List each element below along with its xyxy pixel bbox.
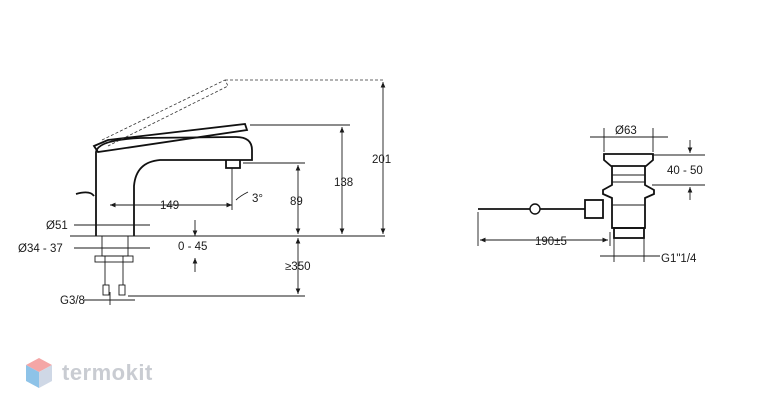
nut [94,255,134,263]
faucet-drawing: 149 3° Ø51 Ø34 - 37 0 - 45 89 138 201 ≥3… [18,79,391,307]
dim-0-45-label: 0 - 45 [178,241,207,253]
dim-63-label: Ø63 [615,125,637,137]
dim-angle-label: 3° [252,193,263,205]
dim-40-50-label: 40 - 50 [667,165,703,177]
brand-logo-icon [26,358,52,388]
dim-190-label: 190±5 [535,236,567,248]
dim-201-label: 201 [372,154,391,166]
drain-rod-nut [584,199,604,219]
hose-end-right [118,284,126,296]
drain-flange [603,153,654,167]
hose-end-left [102,284,110,296]
faucet-body [95,136,253,236]
dim-51-label: Ø51 [46,220,68,232]
dim-34-37-label: Ø34 - 37 [18,243,63,255]
shank [101,235,129,257]
brand-watermark: termokit [24,355,153,391]
dim-g38-label: G3/8 [60,295,85,307]
popup-rod [75,191,95,197]
drain-tailpiece [613,227,645,239]
spout-tip [225,160,241,169]
dim-89-label: 89 [290,196,303,208]
drain-drawing: Ø63 40 - 50 190±5 G1"1/4 [477,125,705,265]
lever-raised-dashed [101,79,229,147]
dim-138-label: 138 [334,177,353,189]
dim-g114-label: G1"1/4 [661,253,697,265]
drain-rod-clip [529,203,541,215]
dim-149-label: 149 [160,200,179,212]
brand-name: termokit [62,360,153,385]
dim-350-label: ≥350 [285,261,311,273]
lever-handle [92,123,249,153]
